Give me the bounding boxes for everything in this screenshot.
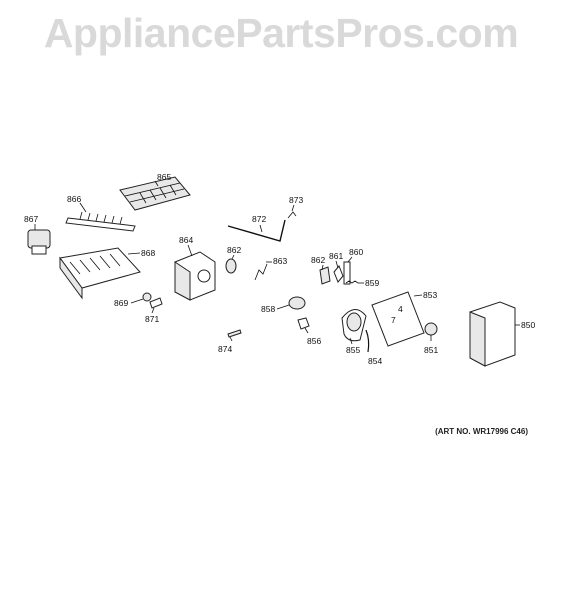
callout-851: 851	[424, 345, 438, 355]
callout-871: 871	[145, 314, 159, 324]
part-856-switch-actuator[interactable]: 856	[297, 317, 321, 346]
callout-866: 866	[67, 194, 81, 204]
part-868-ice-mold[interactable]: 868	[59, 247, 155, 300]
watermark-logo: AppliancePartsPros.com	[43, 10, 519, 56]
callout-873: 873	[289, 195, 303, 205]
callout-855: 855	[346, 345, 360, 355]
part-871-clip[interactable]: 871	[145, 297, 163, 324]
callout-859: 859	[365, 278, 379, 288]
part-861-lever[interactable]: 861	[329, 251, 344, 283]
callout-861: 861	[329, 251, 343, 261]
callout-854: 854	[368, 356, 382, 366]
part-864-support-housing[interactable]: 864	[174, 235, 216, 301]
part-865-ice-mold-cover[interactable]: 865	[119, 172, 191, 211]
part-851-thermostat[interactable]: 851	[424, 322, 438, 355]
part-860-switch-bracket[interactable]: 860	[343, 247, 363, 285]
part-869-bearing[interactable]: 869	[114, 292, 152, 308]
part-866-ejector-rake[interactable]: 866	[65, 194, 136, 232]
callout-862-cam: 862	[227, 245, 241, 255]
part-859-spring[interactable]: 859	[345, 278, 379, 288]
callout-850: 850	[521, 320, 535, 330]
callout-865: 865	[157, 172, 171, 182]
callout-858: 858	[261, 304, 275, 314]
callout-862-lever: 862	[311, 255, 325, 265]
callout-853: 853	[423, 290, 437, 300]
plate-mark-7: 7	[391, 315, 396, 325]
part-854-wire-clip[interactable]: 854	[365, 329, 382, 366]
callout-867: 867	[24, 214, 38, 224]
part-872-shutoff-arm[interactable]: 872	[227, 214, 286, 242]
callout-863: 863	[273, 256, 287, 266]
part-862-cam-lever[interactable]: 862	[311, 255, 331, 285]
part-850-cover[interactable]: 850	[469, 301, 535, 367]
callout-874: 874	[218, 344, 232, 354]
callout-856: 856	[307, 336, 321, 346]
part-858-gear[interactable]: 858	[261, 296, 306, 314]
part-863-shutoff-arm-spring[interactable]: 863	[254, 256, 287, 281]
part-853-mounting-plate[interactable]: 4 7 853	[371, 290, 437, 347]
callout-868: 868	[141, 248, 155, 258]
part-873-arm-retainer[interactable]: 873	[287, 195, 303, 219]
part-862-cam[interactable]: 862	[225, 245, 241, 274]
part-874-screw[interactable]: 874	[218, 329, 242, 354]
callout-864: 864	[179, 235, 193, 245]
part-855-motor[interactable]: 855	[341, 309, 367, 355]
art-number: (ART NO. WR17996 C46)	[435, 427, 528, 436]
callout-872: 872	[252, 214, 266, 224]
plate-mark-4: 4	[398, 304, 403, 314]
callout-860: 860	[349, 247, 363, 257]
part-867-water-valve[interactable]: 867	[24, 214, 51, 255]
callout-869: 869	[114, 298, 128, 308]
